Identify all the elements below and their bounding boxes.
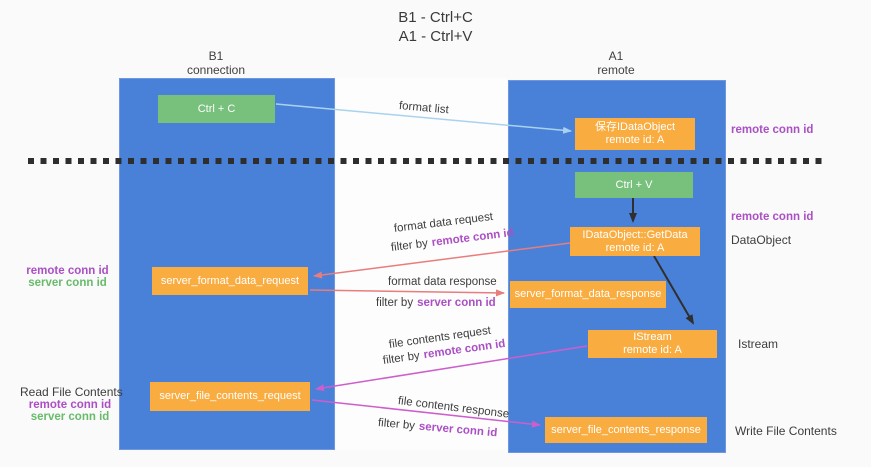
getdata-line1: IDataObject::GetData bbox=[582, 228, 688, 241]
left-server-conn-id-format: server conn id bbox=[28, 277, 107, 289]
istream-box: IStream remote id: A bbox=[588, 330, 717, 358]
left-remote-conn-id-format: remote conn id bbox=[26, 265, 109, 277]
diagram-title: B1 - Ctrl+C A1 - Ctrl+V bbox=[0, 8, 871, 46]
left-conn-id-block-format: remote conn id server conn id bbox=[20, 265, 115, 289]
right-remote-conn-id-top: remote conn id bbox=[731, 124, 814, 136]
idataobject-getdata-box: IDataObject::GetData remote id: A bbox=[570, 227, 700, 256]
read-file-contents-label: Read File Contents bbox=[20, 385, 123, 399]
save-dataobject-box: 保存IDataObject remote id: A bbox=[575, 118, 695, 150]
dataobject-label: DataObject bbox=[731, 233, 792, 247]
lifeline-header-a1: A1 remote bbox=[560, 49, 672, 77]
server-format-data-response-box: server_format_data_response bbox=[510, 281, 666, 308]
save-dataobject-line2: remote id: A bbox=[605, 134, 665, 146]
istream-label: Istream bbox=[738, 337, 779, 351]
lifeline-a1-role: remote bbox=[597, 63, 635, 77]
save-dataobject-line1: 保存IDataObject bbox=[594, 121, 676, 133]
left-conn-id-block-file: Read File Contents remote conn id server… bbox=[20, 385, 123, 423]
ctrl-v-box: Ctrl + V bbox=[575, 172, 693, 198]
dashed-separator-line bbox=[28, 158, 826, 164]
title-line-1: B1 - Ctrl+C bbox=[398, 9, 473, 26]
left-remote-conn-id-file: remote conn id bbox=[28, 399, 112, 411]
column-gap bbox=[336, 78, 507, 450]
format-data-response-label: format data response bbox=[388, 276, 497, 288]
title-line-2: A1 - Ctrl+V bbox=[398, 28, 473, 45]
lifeline-b1-name: B1 bbox=[208, 49, 224, 63]
server-conn-id-text: server conn id bbox=[417, 297, 496, 309]
istream-line2: remote id: A bbox=[623, 344, 682, 356]
ctrl-c-box: Ctrl + C bbox=[158, 95, 275, 123]
write-file-contents-label: Write File Contents bbox=[735, 424, 837, 438]
istream-line1: IStream bbox=[633, 331, 672, 343]
getdata-line2: remote id: A bbox=[605, 241, 665, 254]
left-server-conn-id-file: server conn id bbox=[30, 411, 110, 423]
server-file-contents-request-box: server_file_contents_request bbox=[150, 382, 310, 411]
filter-by-text: filter by bbox=[376, 297, 414, 309]
lifeline-b1-role: connection bbox=[186, 63, 246, 77]
right-remote-conn-id-mid: remote conn id bbox=[731, 211, 814, 223]
lifeline-a1-name: A1 bbox=[608, 49, 624, 63]
server-format-data-request-box: server_format_data_request bbox=[152, 267, 308, 295]
server-file-contents-response-box: server_file_contents_response bbox=[545, 417, 707, 443]
lifeline-header-b1: B1 connection bbox=[160, 49, 272, 77]
